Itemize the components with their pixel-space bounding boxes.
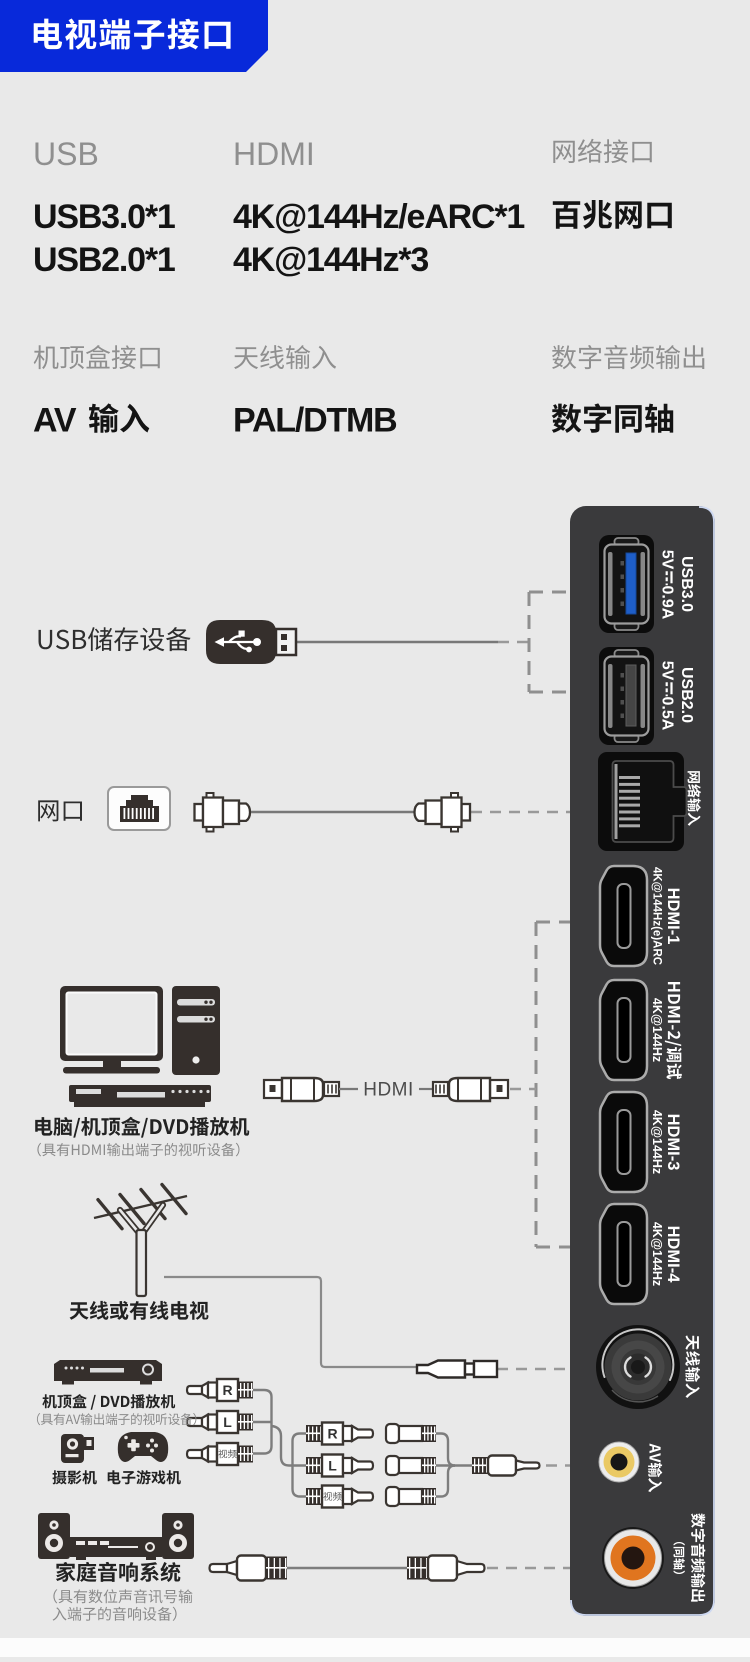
svg-text:4K@144Hz: 4K@144Hz (650, 998, 664, 1062)
svg-text:L: L (328, 1457, 337, 1473)
svg-text:4K@144Hz(e)ARC: 4K@144Hz(e)ARC (650, 867, 662, 965)
svg-text:USB3.0: USB3.0 (678, 556, 695, 612)
svg-text:HDMI: HDMI (233, 136, 315, 172)
svg-text:4K@144Hz: 4K@144Hz (650, 1110, 664, 1174)
svg-text:HDMI-1: HDMI-1 (664, 888, 682, 945)
svg-text:USB: USB (33, 136, 99, 172)
svg-text:L: L (223, 1414, 232, 1430)
svg-text:4K@144Hz*3: 4K@144Hz*3 (233, 241, 428, 279)
svg-text:HDMI-4: HDMI-4 (664, 1226, 682, 1284)
svg-text:0.5A: 0.5A (659, 697, 676, 731)
svg-text:PAL/DTMB: PAL/DTMB (233, 402, 397, 440)
svg-text:USB2.0: USB2.0 (678, 667, 695, 723)
svg-text:R: R (222, 1382, 232, 1398)
svg-text:4K@144Hz/eARC*1: 4K@144Hz/eARC*1 (233, 198, 524, 236)
svg-text:5V: 5V (659, 550, 676, 570)
svg-text:4K@144Hz: 4K@144Hz (650, 1222, 664, 1286)
svg-text:USB3.0*1: USB3.0*1 (33, 198, 175, 236)
svg-text:AV: AV (33, 402, 77, 440)
svg-text:5V: 5V (659, 661, 676, 681)
svg-text:0.9A: 0.9A (659, 586, 676, 620)
svg-text:HDMI-3: HDMI-3 (664, 1114, 682, 1171)
svg-text:HDMI: HDMI (363, 1080, 414, 1101)
svg-text:USB2.0*1: USB2.0*1 (33, 241, 175, 279)
svg-text:R: R (327, 1425, 337, 1441)
